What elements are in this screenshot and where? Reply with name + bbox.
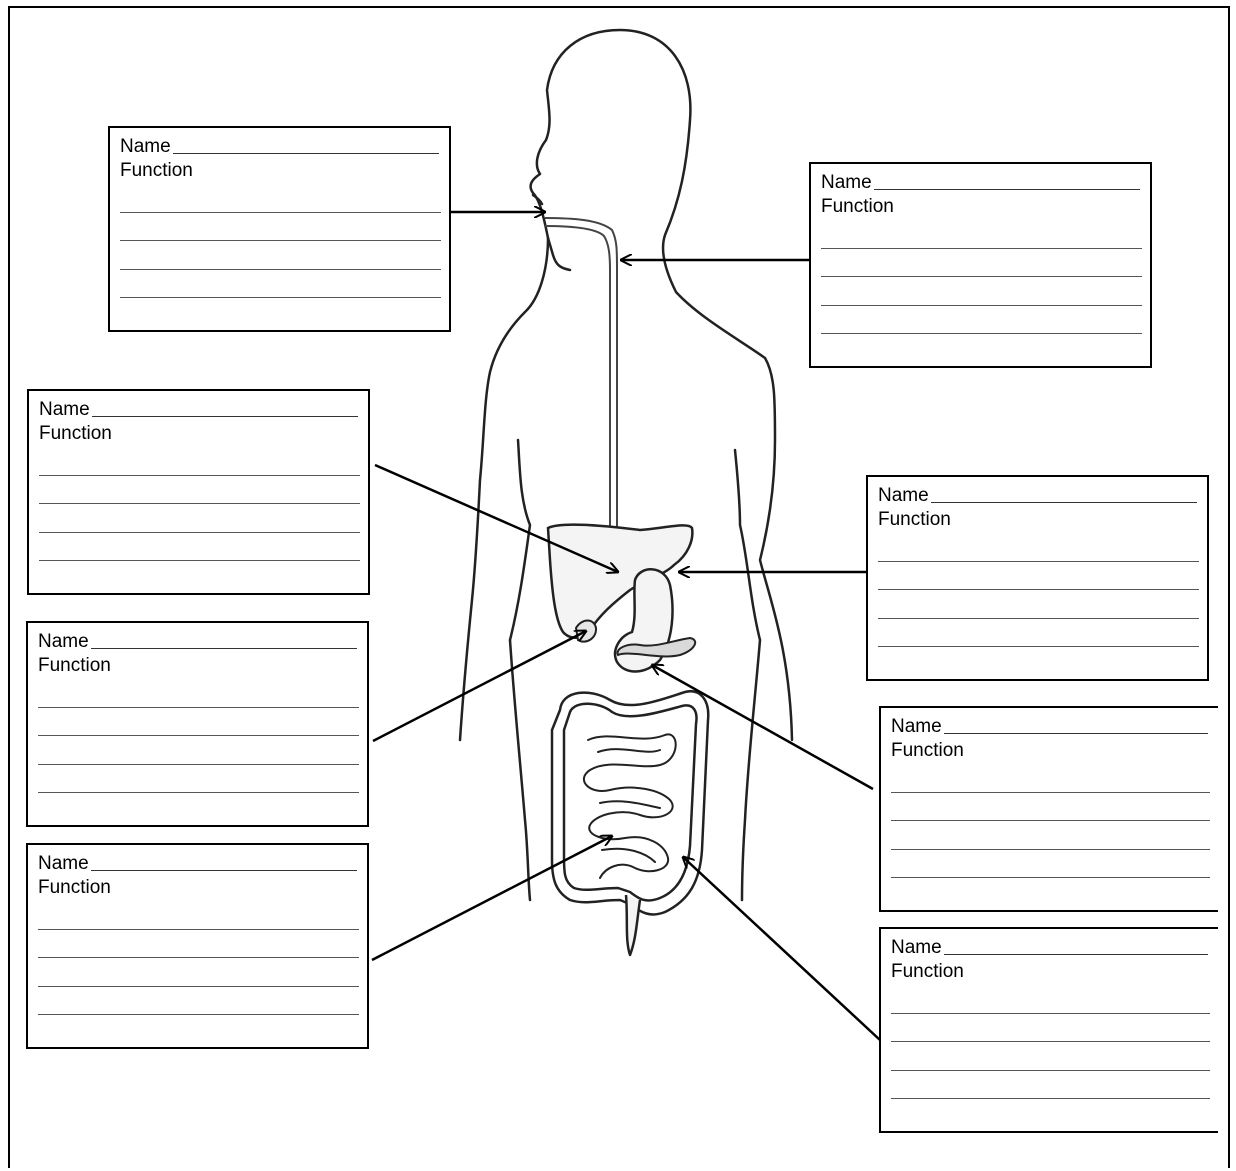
function-blank-line[interactable] xyxy=(39,476,360,505)
function-label: Function xyxy=(891,738,1214,764)
function-blank-line[interactable] xyxy=(120,184,441,213)
name-blank[interactable] xyxy=(92,416,358,417)
label-box-pancreas: Name Function xyxy=(879,706,1218,912)
function-blank-line[interactable] xyxy=(821,249,1142,278)
name-blank[interactable] xyxy=(91,870,357,871)
function-blank-line[interactable] xyxy=(38,765,359,794)
left-arm-inner xyxy=(510,440,530,640)
function-blank-line[interactable] xyxy=(878,619,1199,648)
left-shoulder-outline xyxy=(460,238,548,740)
function-label: Function xyxy=(120,158,445,184)
label-box-liver: Name Function xyxy=(27,389,370,595)
label-box-esophagus: Name Function xyxy=(809,162,1152,368)
name-label: Name xyxy=(120,136,171,158)
label-box-gallbladder: Name Function xyxy=(26,621,369,827)
function-blank-line[interactable] xyxy=(821,277,1142,306)
name-label: Name xyxy=(38,853,89,875)
function-label: Function xyxy=(891,959,1214,985)
function-blank-line[interactable] xyxy=(891,1071,1210,1100)
name-blank[interactable] xyxy=(91,648,357,649)
function-blank-line[interactable] xyxy=(39,504,360,533)
arrow-to-large-intestine xyxy=(683,857,880,1040)
body-outline xyxy=(460,30,792,900)
name-label: Name xyxy=(878,485,929,507)
function-blank-line[interactable] xyxy=(891,764,1210,793)
function-blank-line[interactable] xyxy=(878,590,1199,619)
function-blank-line[interactable] xyxy=(891,821,1210,850)
label-box-small-intestine: Name Function xyxy=(26,843,369,1049)
function-blank-line[interactable] xyxy=(878,562,1199,591)
function-blank-line[interactable] xyxy=(39,533,360,562)
arrow-to-pancreas xyxy=(652,665,873,789)
function-blank-line[interactable] xyxy=(38,958,359,987)
function-label: Function xyxy=(878,507,1203,533)
function-blank-line[interactable] xyxy=(120,270,441,299)
name-blank[interactable] xyxy=(874,189,1140,190)
function-blank-line[interactable] xyxy=(891,793,1210,822)
left-torso-side xyxy=(510,640,530,900)
name-label: Name xyxy=(38,631,89,653)
function-blank-line[interactable] xyxy=(38,901,359,930)
name-label: Name xyxy=(891,716,942,738)
function-blank-line[interactable] xyxy=(38,679,359,708)
name-blank[interactable] xyxy=(931,502,1197,503)
name-blank[interactable] xyxy=(944,733,1208,734)
function-label: Function xyxy=(39,421,364,447)
label-box-mouth: Name Function xyxy=(108,126,451,332)
large-intestine-shape xyxy=(552,691,708,955)
function-blank-line[interactable] xyxy=(38,987,359,1016)
label-box-large-intestine: Name Function xyxy=(879,927,1218,1133)
function-blank-line[interactable] xyxy=(891,1014,1210,1043)
function-blank-line[interactable] xyxy=(821,306,1142,335)
right-arm-inner xyxy=(735,450,760,640)
name-label: Name xyxy=(821,172,872,194)
function-blank-line[interactable] xyxy=(38,930,359,959)
function-blank-line[interactable] xyxy=(38,736,359,765)
label-box-stomach: Name Function xyxy=(866,475,1209,681)
esophagus-tube xyxy=(545,218,617,530)
function-label: Function xyxy=(38,875,363,901)
arrow-to-small-intestine xyxy=(372,836,612,960)
function-label: Function xyxy=(38,653,363,679)
function-blank-line[interactable] xyxy=(821,220,1142,249)
function-blank-line[interactable] xyxy=(891,985,1210,1014)
function-blank-line[interactable] xyxy=(38,708,359,737)
function-blank-line[interactable] xyxy=(120,241,441,270)
function-blank-line[interactable] xyxy=(120,213,441,242)
rectum-shape xyxy=(626,895,640,955)
function-blank-line[interactable] xyxy=(891,1042,1210,1071)
name-blank[interactable] xyxy=(173,153,439,154)
right-torso-side xyxy=(742,640,760,900)
function-label: Function xyxy=(821,194,1146,220)
name-label: Name xyxy=(39,399,90,421)
function-blank-line[interactable] xyxy=(891,850,1210,879)
name-label: Name xyxy=(891,937,942,959)
small-intestine-shape xyxy=(584,734,676,878)
name-blank[interactable] xyxy=(944,954,1208,955)
function-blank-line[interactable] xyxy=(39,447,360,476)
neck-line xyxy=(548,238,570,270)
function-blank-line[interactable] xyxy=(878,533,1199,562)
arrow-to-liver xyxy=(375,465,618,572)
